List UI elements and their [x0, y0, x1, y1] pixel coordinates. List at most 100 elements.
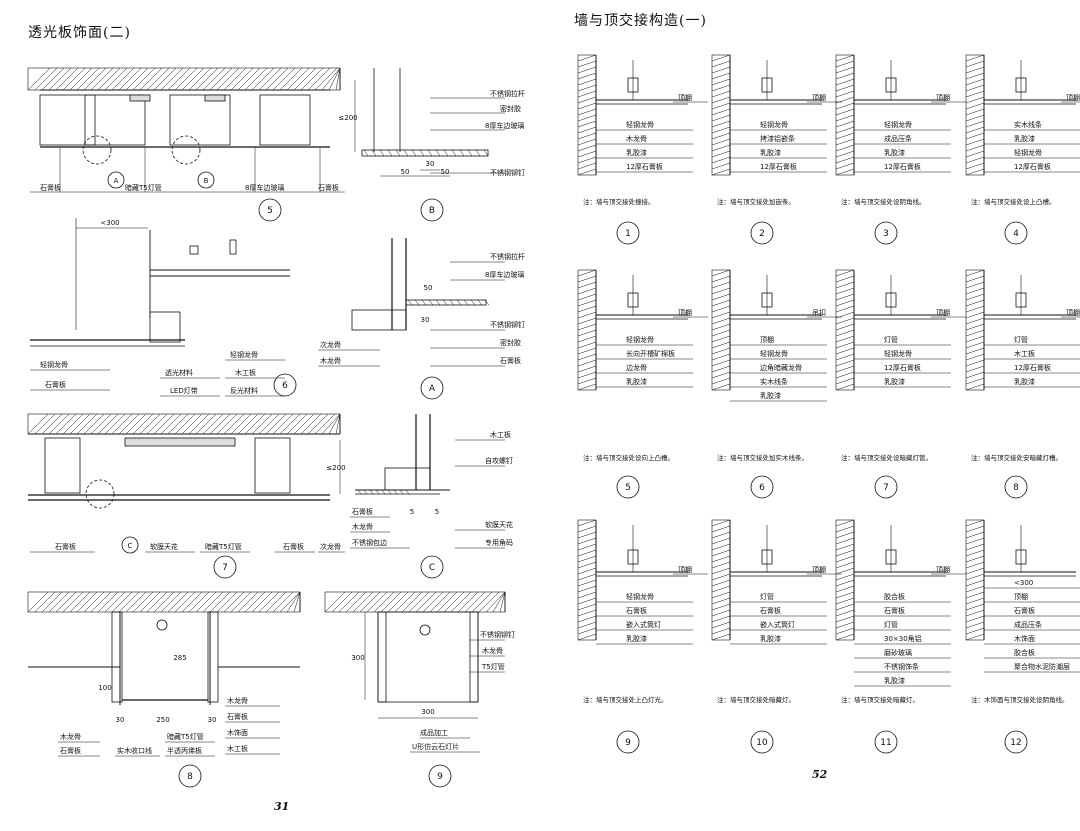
hatch-line — [965, 377, 985, 385]
membrane-c-hatch — [369, 489, 374, 495]
hatch-line — [711, 591, 731, 599]
r-detail-4-bracket — [1015, 77, 1027, 93]
r-detail-5-badge-text: 5 — [625, 483, 631, 493]
hatch-line — [835, 377, 855, 385]
hatch-line — [835, 96, 855, 104]
hatch-line — [577, 60, 597, 68]
r-detail-8-badge — [1004, 475, 1028, 499]
hatch-line — [209, 591, 231, 613]
hatch-line — [711, 78, 731, 86]
hatch-line — [835, 311, 855, 319]
hatch-line — [711, 311, 731, 319]
r-detail-5-note: 注：墙与顶交接处设向上凸槽。 — [583, 453, 674, 462]
hatch-line — [76, 413, 98, 435]
hatch-line — [577, 144, 597, 152]
hatch-line — [160, 591, 182, 613]
r-detail-1-label-2: 木龙骨 — [626, 134, 647, 143]
glass-b-hatch — [363, 149, 369, 157]
r-detail-12-label-1: 顶棚 — [1014, 592, 1028, 601]
hatch-line — [835, 347, 855, 355]
hatch-line — [711, 519, 731, 527]
hatch-line — [195, 591, 217, 613]
r-detail-9-wall — [577, 519, 597, 641]
hatch-line — [835, 150, 855, 158]
callout-circle-b-5 — [171, 135, 201, 165]
hatch-line — [380, 591, 402, 613]
hatch-line — [711, 567, 731, 575]
hatch-line — [577, 168, 597, 176]
dim-b-200: ≤200 — [338, 114, 357, 122]
hatch-line — [965, 525, 985, 533]
box-c — [384, 467, 431, 491]
hatch-line — [835, 84, 855, 92]
hatch-line — [577, 150, 597, 158]
dim-c-5b: 5 — [435, 508, 439, 516]
badge-6 — [273, 373, 297, 397]
label-7-3: 石膏板 — [283, 542, 304, 551]
r-detail-12-label-5: 胶合板 — [1014, 648, 1035, 657]
hatch-line — [167, 413, 189, 435]
callout-a-text: A — [114, 177, 119, 185]
glass-b-hatch — [379, 149, 385, 157]
hatch-line — [835, 365, 855, 373]
hatch-line — [965, 114, 985, 122]
glass-a-hatch — [477, 299, 483, 306]
membrane-c-hatch — [405, 489, 410, 495]
badge-c-text: C — [429, 563, 435, 573]
hatch-line — [167, 67, 191, 91]
hatch-line — [132, 591, 154, 613]
hatch-line — [965, 168, 985, 176]
badge-b — [420, 198, 444, 222]
r-detail-7-badge-text: 7 — [883, 483, 889, 493]
r-detail-9-badge-text: 9 — [625, 738, 631, 748]
hatch-line — [835, 585, 855, 593]
hatch-line — [835, 126, 855, 134]
hatch-line — [965, 353, 985, 361]
hatch-line — [174, 413, 196, 435]
hatch-line — [965, 365, 985, 373]
frame-7b — [254, 437, 291, 494]
dim-a-50: 50 — [424, 284, 433, 292]
hatch-line — [237, 413, 259, 435]
hatch-line — [153, 67, 177, 91]
label-c-6: 专用角码 — [485, 538, 513, 547]
hatch-line — [835, 543, 855, 551]
r-detail-11-label-4: 30×30角铝 — [884, 634, 922, 643]
hatch-line — [835, 609, 855, 617]
page-title-right: 墙与顶交接构造(一) — [574, 13, 707, 29]
hatch-line — [352, 591, 374, 613]
hatch-line — [195, 413, 217, 435]
hatch-line — [835, 371, 855, 379]
hatch-line — [244, 591, 266, 613]
r-detail-12-label-4: 木饰面 — [1014, 634, 1035, 643]
dim-a-30: 30 — [421, 316, 430, 324]
r-detail-12-note: 注：木饰面与顶交接处设阴角线。 — [971, 695, 1069, 704]
hatch-line — [202, 67, 226, 91]
hatch-line — [965, 269, 985, 277]
frame-5c — [169, 94, 231, 146]
hatch-line — [965, 60, 985, 68]
hatch-line — [174, 591, 196, 613]
hatch-line — [345, 591, 367, 613]
r-detail-2-wall — [711, 54, 731, 176]
hatch-line — [835, 567, 855, 575]
label-8-5: 木龙骨 — [227, 696, 248, 705]
label-7-1: 软膜天花 — [150, 542, 178, 551]
hatch-line — [577, 329, 597, 337]
r-detail-9-badge — [616, 730, 640, 754]
r-detail-12-label-2: 石膏板 — [1014, 606, 1035, 615]
hatch-line — [577, 609, 597, 617]
hatch-line — [279, 591, 301, 613]
r-detail-8-label-4: 乳胶漆 — [1014, 377, 1035, 386]
hatch-line — [835, 383, 855, 391]
hatch-line — [314, 413, 336, 435]
hatch-line — [577, 573, 597, 581]
hatch-line — [577, 365, 597, 373]
hatch-line — [471, 591, 493, 613]
dim-9-300h: 300 — [421, 708, 434, 716]
r-detail-9-label-2: 石膏板 — [626, 606, 647, 615]
hatch-line — [711, 120, 731, 128]
hatch-line — [415, 591, 437, 613]
r-detail-10-label-0: 顶棚 — [812, 565, 826, 574]
